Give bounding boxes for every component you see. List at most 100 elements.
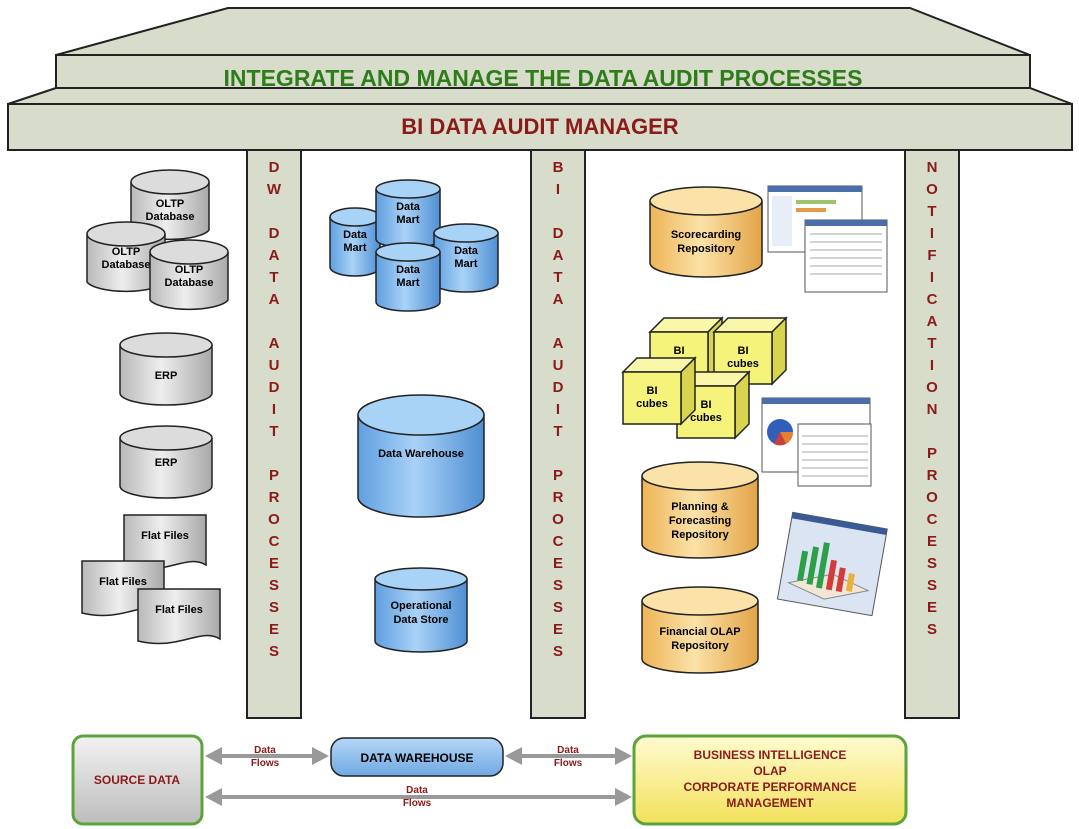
pillar-letter: P — [927, 445, 937, 462]
flat-file-3: Flat Files — [137, 588, 221, 645]
pillar-letter: S — [553, 577, 563, 594]
pillar-letter: E — [927, 599, 937, 616]
source-data-label: SOURCE DATA — [94, 773, 181, 787]
manager-title: BI DATA AUDIT MANAGER — [401, 114, 679, 139]
olap-chart-screenshot-icon — [776, 511, 888, 617]
pillar-letter: T — [269, 423, 278, 440]
pillar-letter: E — [553, 555, 563, 572]
pillar-letter: O — [926, 181, 938, 198]
pillar-letter: P — [269, 467, 279, 484]
pillar-letter: S — [269, 577, 279, 594]
pillar-letter: D — [269, 225, 280, 242]
manager-band — [7, 103, 1073, 151]
pillar-letter: O — [268, 511, 280, 528]
pillar-letter: S — [269, 643, 279, 660]
scorecard-screenshot-icon — [767, 185, 888, 293]
erp-database-1: ERP — [119, 332, 213, 406]
svg-text:Data Warehouse: Data Warehouse — [378, 448, 464, 460]
svg-text:Flat Files: Flat Files — [141, 530, 189, 542]
pillar-bi — [530, 149, 586, 719]
pillar-letter: I — [930, 225, 934, 242]
pillar-letter: I — [272, 401, 276, 418]
pillar-letter: D — [269, 159, 280, 176]
pillar-letter: T — [553, 423, 562, 440]
pillar-letter: P — [553, 467, 563, 484]
pillar-letter: C — [269, 533, 280, 550]
pillar-letter: E — [927, 533, 937, 550]
pillar-notification — [904, 149, 960, 719]
pillar-letter: O — [552, 511, 564, 528]
pillar-letter: S — [553, 599, 563, 616]
pillar-letter: A — [269, 247, 280, 264]
pillar-letter: S — [269, 599, 279, 616]
pillar-letter: E — [553, 621, 563, 638]
pillar-letter: S — [927, 555, 937, 572]
pillar-letter: F — [927, 247, 936, 264]
pillar-letter: N — [927, 159, 938, 176]
pillar-letter: R — [927, 467, 938, 484]
pillar-letter: C — [927, 511, 938, 528]
pillar-letter: S — [927, 577, 937, 594]
pillar-letter: O — [926, 379, 938, 396]
pillar-letter: U — [553, 357, 564, 374]
roof-top — [55, 7, 1031, 56]
pillar-letter: T — [269, 269, 278, 286]
pillar-letter: D — [269, 379, 280, 396]
data-warehouse-label: DATA WAREHOUSE — [360, 751, 473, 765]
pillar-letter: A — [553, 335, 564, 352]
pillar-letter: T — [553, 269, 562, 286]
pillar-letter: I — [930, 269, 934, 286]
pillar-letter: A — [269, 291, 280, 308]
svg-text:Flat Files: Flat Files — [99, 576, 147, 588]
pillar-letter: A — [269, 335, 280, 352]
pillar-letter: I — [556, 401, 560, 418]
pillar-letter: W — [267, 181, 282, 198]
data-warehouse-box — [330, 737, 504, 777]
pillar-letter: U — [269, 357, 280, 374]
pillar-letter: O — [926, 489, 938, 506]
roof-title: INTEGRATE AND MANAGE THE DATA AUDIT PROC… — [224, 65, 863, 91]
svg-text:ERP: ERP — [155, 370, 178, 382]
data-warehouse-cylinder: Data Warehouse — [357, 394, 485, 518]
pillar-letter: N — [927, 401, 938, 418]
bi-olap-cpm-box — [632, 734, 908, 826]
pillar-letter: B — [553, 159, 564, 176]
pillar-letter: D — [553, 379, 564, 396]
pillar-letter: R — [553, 489, 564, 506]
pillar-letter: C — [553, 533, 564, 550]
pillar-letter: R — [269, 489, 280, 506]
pillar-dw — [246, 149, 302, 719]
pillar-letter: I — [930, 357, 934, 374]
pillar-letter: A — [553, 291, 564, 308]
pillar-letter: I — [556, 181, 560, 198]
svg-text:Flat Files: Flat Files — [155, 604, 203, 616]
